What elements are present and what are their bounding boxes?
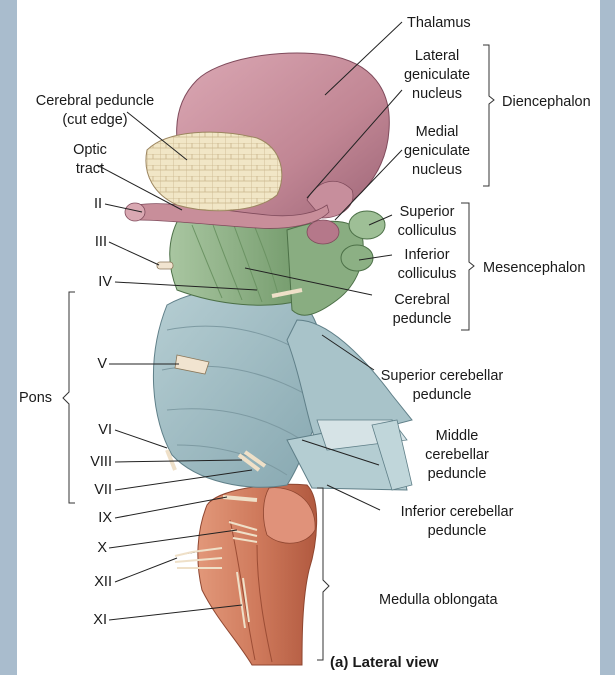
label-medulla-oblongata: Medulla oblongata — [379, 592, 498, 608]
label-superior-cerebellar-peduncle: Superior cerebellar peduncle — [381, 368, 504, 403]
cerebellar-peduncles-shape — [287, 320, 412, 490]
svg-text:nucleus: nucleus — [412, 86, 462, 102]
label-nerve-x: X — [97, 540, 107, 556]
figure-panel: Thalamus Lateral geniculate nucleus Dien… — [17, 0, 600, 675]
svg-text:cerebellar: cerebellar — [425, 447, 489, 463]
svg-text:Pons: Pons — [19, 390, 52, 406]
label-nerve-v: V — [97, 356, 107, 372]
svg-text:Cerebral: Cerebral — [394, 292, 450, 308]
label-nerve-vi: VI — [98, 422, 112, 438]
label-nerve-ix: IX — [98, 510, 112, 526]
svg-text:peduncle: peduncle — [413, 387, 472, 403]
label-inferior-cerebellar-peduncle: Inferior cerebellar peduncle — [401, 504, 514, 539]
svg-text:colliculus: colliculus — [398, 266, 457, 282]
svg-text:peduncle: peduncle — [428, 523, 487, 539]
label-nerve-iii: III — [95, 234, 107, 250]
label-nerve-xi: XI — [93, 612, 107, 628]
label-medial-geniculate-nucleus: Medial geniculate nucleus — [404, 124, 470, 178]
svg-text:Lateral: Lateral — [415, 48, 459, 64]
svg-text:(cut edge): (cut edge) — [62, 112, 127, 128]
label-cerebral-peduncle-cut-edge: Cerebral peduncle (cut edge) — [36, 93, 155, 128]
svg-text:Medial: Medial — [416, 124, 459, 140]
label-nerve-vii: VII — [94, 482, 112, 498]
label-nerve-ii: II — [94, 196, 102, 212]
medulla-oblongata-shape — [198, 484, 317, 665]
svg-text:Middle: Middle — [436, 428, 479, 444]
svg-text:Thalamus: Thalamus — [407, 15, 471, 31]
figure-caption: (a) Lateral view — [330, 654, 439, 671]
svg-text:peduncle: peduncle — [428, 466, 487, 482]
svg-text:Cerebral peduncle: Cerebral peduncle — [36, 93, 155, 109]
label-nerve-viii: VIII — [90, 454, 112, 470]
svg-text:Superior cerebellar: Superior cerebellar — [381, 368, 504, 384]
svg-text:Medulla oblongata: Medulla oblongata — [379, 592, 498, 608]
label-optic-tract: Optic tract — [73, 142, 107, 177]
label-nerve-xii: XII — [94, 574, 112, 590]
svg-text:geniculate: geniculate — [404, 67, 470, 83]
svg-text:Diencephalon: Diencephalon — [502, 94, 591, 110]
svg-text:peduncle: peduncle — [393, 311, 452, 327]
label-superior-colliculus: Superior colliculus — [398, 204, 457, 239]
label-diencephalon: Diencephalon — [502, 94, 591, 110]
svg-text:Optic: Optic — [73, 142, 107, 158]
svg-text:tract: tract — [76, 161, 104, 177]
svg-text:colliculus: colliculus — [398, 223, 457, 239]
label-inferior-colliculus: Inferior colliculus — [398, 247, 457, 282]
brainstem-diagram: Thalamus Lateral geniculate nucleus Dien… — [17, 0, 600, 675]
svg-text:nucleus: nucleus — [412, 162, 462, 178]
label-middle-cerebellar-peduncle: Middle cerebellar peduncle — [425, 428, 489, 482]
label-cerebral-peduncle: Cerebral peduncle — [393, 292, 452, 327]
svg-text:Inferior: Inferior — [404, 247, 449, 263]
label-mesencephalon: Mesencephalon — [483, 260, 585, 276]
label-thalamus: Thalamus — [407, 15, 471, 31]
label-lateral-geniculate-nucleus: Lateral geniculate nucleus — [404, 48, 470, 102]
svg-text:Inferior cerebellar: Inferior cerebellar — [401, 504, 514, 520]
label-nerve-iv: IV — [98, 274, 112, 290]
svg-text:geniculate: geniculate — [404, 143, 470, 159]
svg-text:Mesencephalon: Mesencephalon — [483, 260, 585, 276]
svg-text:Superior: Superior — [400, 204, 455, 220]
label-pons: Pons — [19, 390, 52, 406]
